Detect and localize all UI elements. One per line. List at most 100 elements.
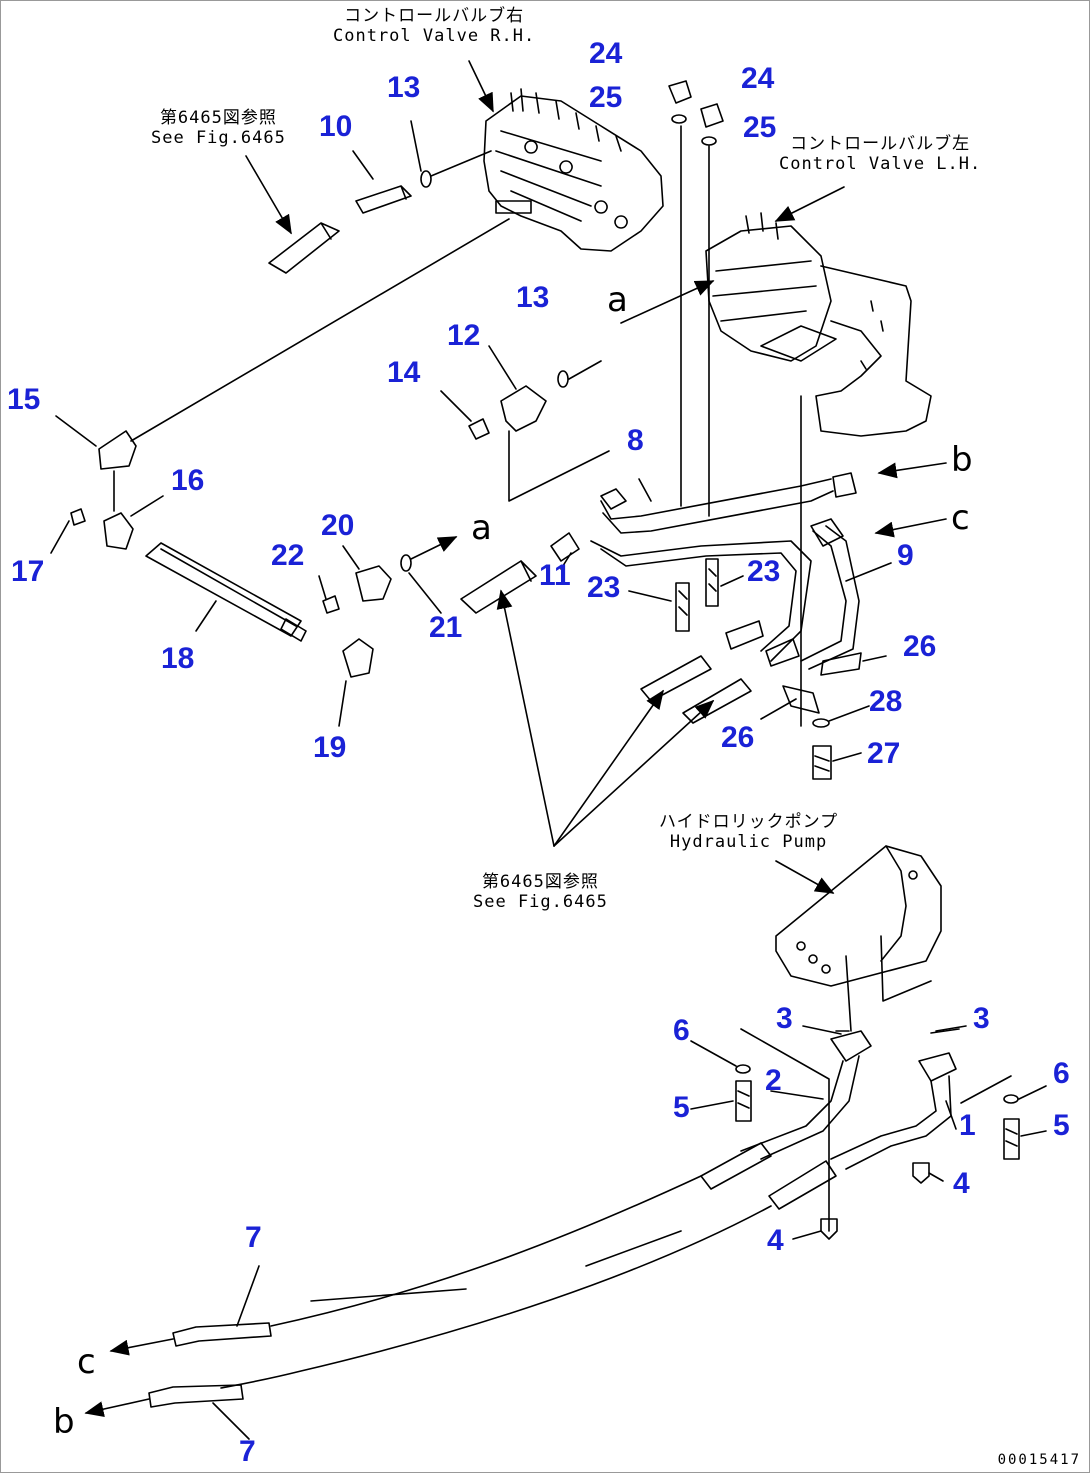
flange-1	[918, 1052, 957, 1082]
letter-b-left: b	[53, 1402, 75, 1442]
tube-1	[830, 1075, 952, 1170]
part-17	[70, 508, 86, 526]
control-valve-lh	[705, 212, 932, 437]
clamp-26-upper	[820, 652, 862, 676]
callout-12: 12	[447, 319, 481, 352]
hose-pump-upper	[700, 1142, 772, 1190]
callout-10: 10	[319, 110, 353, 143]
note-control-valve-lh: コントロールバルブ左 Control Valve L.H.	[779, 134, 982, 174]
hose-18	[145, 542, 302, 637]
callout-leaders	[50, 150, 1047, 1440]
callout-6-right: 6	[1053, 1057, 1070, 1090]
callout-24-left: 24	[589, 37, 623, 70]
o-ring-13-top	[420, 170, 432, 188]
callout-25-left: 25	[589, 81, 623, 114]
note-control-valve-rh-jp: コントロールバルブ右	[344, 6, 525, 26]
note-hydraulic-pump-en: Hydraulic Pump	[669, 831, 828, 852]
callout-1: 1	[959, 1109, 976, 1142]
nut-22	[322, 595, 340, 614]
callout-13-mid: 13	[516, 281, 550, 314]
tube-2	[740, 1055, 860, 1160]
callout-2: 2	[765, 1064, 782, 1097]
callout-20: 20	[321, 509, 355, 542]
callout-14: 14	[387, 356, 421, 389]
note-control-valve-rh-en: Control Valve R.H.	[333, 25, 536, 46]
hose-lower-b	[682, 678, 752, 724]
note-control-valve-lh-en: Control Valve L.H.	[779, 153, 982, 174]
nut-24-right	[700, 103, 724, 128]
leader-pump	[775, 860, 835, 894]
callout-3-right: 3	[973, 1002, 990, 1035]
hydraulic-pump	[775, 845, 942, 1032]
note-see-fig-top: 第6465図参照 See Fig.6465	[151, 108, 286, 148]
hose-see-fig-mid	[460, 560, 537, 614]
callout-5-right: 5	[1053, 1109, 1070, 1142]
letter-a-upper: a	[607, 280, 628, 320]
leader-b-left	[84, 1398, 150, 1417]
elbow-12	[500, 385, 547, 432]
callout-27: 27	[867, 737, 901, 770]
callout-7-lower: 7	[239, 1435, 256, 1468]
callout-26-right: 26	[903, 630, 937, 663]
leader-see-fig-mid-1	[496, 589, 555, 847]
leader-b-right	[877, 462, 947, 479]
callout-25-right: 25	[743, 111, 777, 144]
note-see-fig-top-en: See Fig.6465	[151, 127, 286, 148]
callout-22: 22	[271, 539, 305, 572]
plug-4-left	[820, 1218, 838, 1240]
leader-c-left	[109, 1338, 174, 1356]
callout-5-left: 5	[673, 1091, 690, 1124]
washer-25-left	[671, 114, 687, 124]
bolt-5-right	[1003, 1118, 1020, 1160]
long-line-lower	[220, 1205, 772, 1389]
leader-a-mid	[410, 536, 458, 560]
hose-7-lower	[148, 1384, 244, 1408]
leader-rh	[468, 60, 494, 113]
letter-c-right: c	[951, 498, 970, 538]
callout-24-right: 24	[741, 62, 775, 95]
bolt-5-left	[735, 1080, 752, 1122]
note-see-fig-mid: 第6465図参照 See Fig.6465	[473, 872, 608, 912]
note-control-valve-rh: コントロールバルブ右 Control Valve R.H.	[333, 6, 536, 46]
callout-21: 21	[429, 611, 463, 644]
fitting-mid-a	[725, 620, 764, 650]
letter-a-mid: a	[471, 508, 492, 548]
leader-see-fig-mid-2	[553, 689, 664, 847]
bolt-23-left	[675, 582, 690, 632]
part-16	[103, 512, 134, 550]
bolt-23-right	[705, 558, 719, 607]
note-control-valve-lh-jp: コントロールバルブ左	[790, 134, 971, 154]
o-ring-13-mid	[557, 370, 569, 388]
callout-8: 8	[627, 424, 644, 457]
callout-17: 17	[11, 555, 45, 588]
leader-see-fig-top	[245, 155, 292, 235]
callout-13-top: 13	[387, 71, 421, 104]
callout-4-right: 4	[953, 1167, 970, 1200]
flange-2	[830, 1030, 872, 1062]
clamp-26-lower	[782, 685, 820, 714]
note-hydraulic-pump: ハイドロリックポンプ Hydraulic Pump	[659, 812, 839, 852]
document-id: 00015417	[997, 1452, 1081, 1468]
washer-25-right	[701, 136, 717, 146]
washer-6-right	[1003, 1094, 1019, 1104]
callout-26-left: 26	[721, 721, 755, 754]
callout-28: 28	[869, 685, 903, 718]
fitting-10	[355, 185, 412, 214]
hose-7-upper	[172, 1322, 272, 1347]
note-see-fig-mid-en: See Fig.6465	[473, 891, 608, 912]
long-line-upper	[270, 1175, 702, 1327]
plug-4-right	[912, 1162, 930, 1184]
leader-lh	[774, 186, 845, 222]
note-hydraulic-pump-jp: ハイドロリックポンプ	[659, 812, 839, 832]
part-15	[98, 430, 137, 470]
pipe-9-upper	[800, 525, 860, 670]
fitting-11	[550, 532, 580, 562]
nut-24-left	[668, 80, 692, 104]
hose-lower-a	[640, 655, 712, 702]
pipe-8	[600, 478, 834, 534]
note-see-fig-mid-jp: 第6465図参照	[481, 872, 599, 892]
hose-see-fig-top	[268, 222, 340, 274]
hose-pump-lower	[768, 1160, 837, 1210]
